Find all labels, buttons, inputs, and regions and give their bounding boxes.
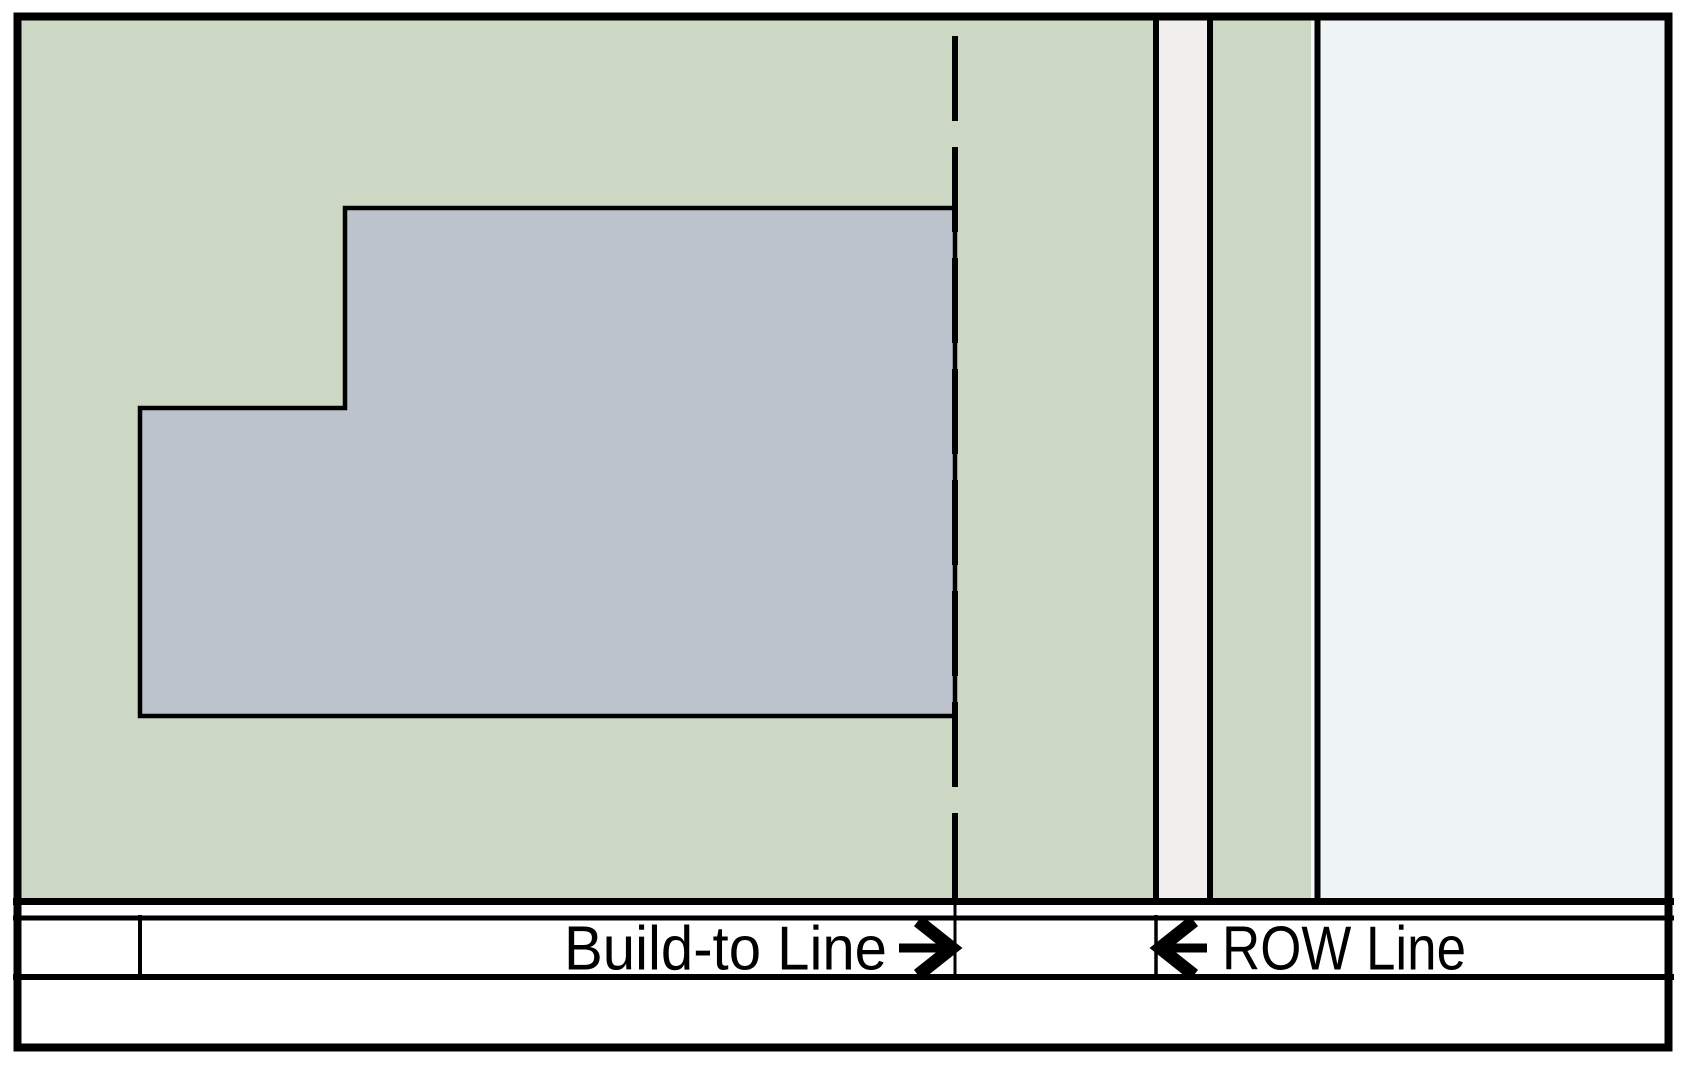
row-line-label: ROW Line xyxy=(1222,915,1466,984)
planting-strip xyxy=(1210,16,1311,902)
street-area xyxy=(1311,16,1668,902)
sidewalk-strip xyxy=(1156,16,1210,902)
arrow-right-icon xyxy=(899,915,963,981)
arrow-left-icon xyxy=(1149,915,1207,981)
diagram-border xyxy=(13,12,1673,1052)
build-to-line-label: Build-to Line xyxy=(564,915,887,984)
